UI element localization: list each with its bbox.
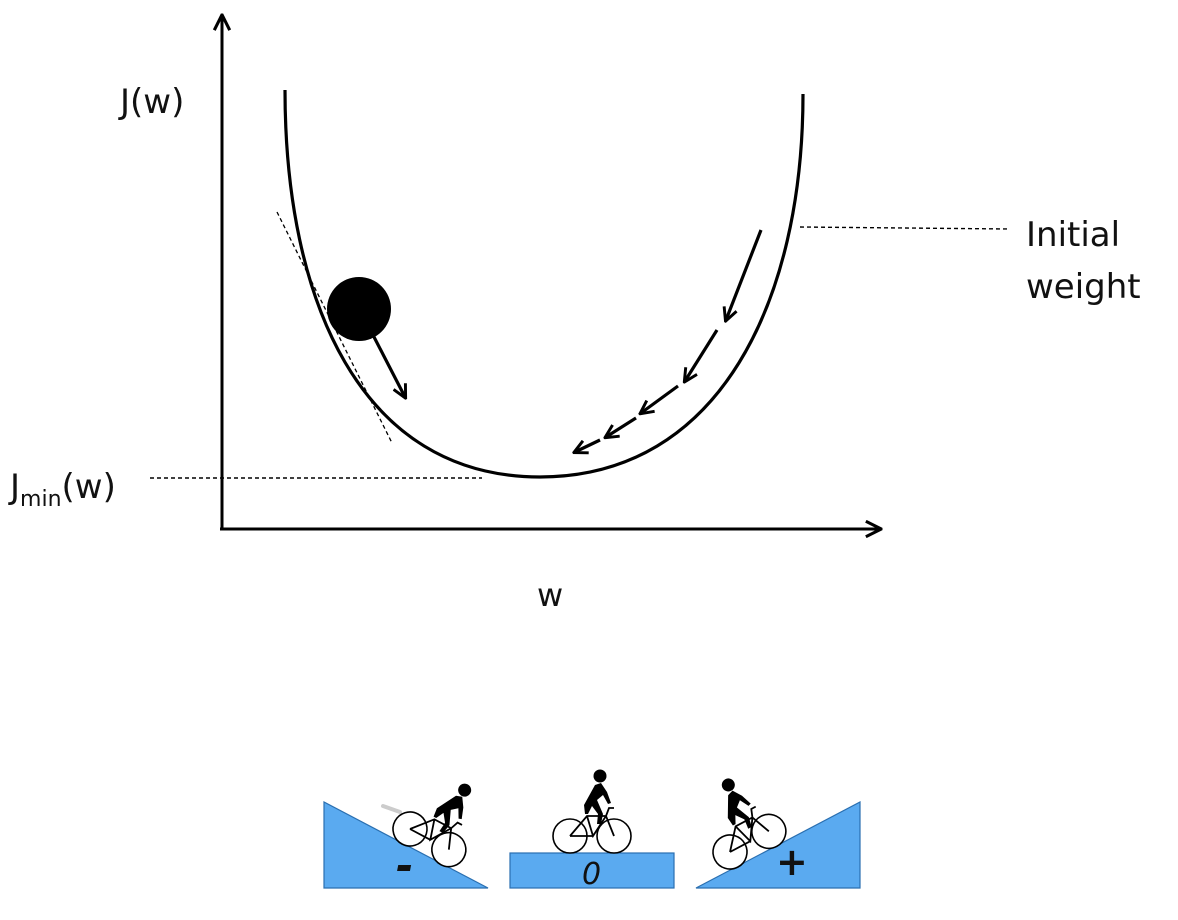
initial-weight-line2: weight (1026, 267, 1141, 307)
step-arrow (606, 416, 637, 437)
initial-weight-line1: Initial (1026, 215, 1120, 255)
negative-slope-panel: - (323, 761, 496, 890)
jmin-label-base: J (8, 467, 20, 507)
motion-trail (381, 804, 402, 814)
cyclist-icon (552, 768, 632, 854)
descent-steps (575, 229, 763, 452)
x-axis-label: w (537, 576, 563, 614)
step-arrow (685, 329, 719, 381)
step-arrow (726, 229, 763, 320)
jmin-label-tail: (w) (62, 467, 116, 507)
zero-sign: 0 (582, 857, 601, 892)
positive-sign: + (776, 840, 808, 884)
step-arrow (575, 438, 601, 452)
negative-sign: - (396, 841, 413, 890)
positive-slope-panel: + (682, 763, 861, 889)
initial-weight-dashed-line (799, 226, 1011, 230)
jmin-label: Jmin(w) (8, 467, 116, 512)
initial-weight-label: Initial weight (1026, 215, 1141, 307)
ball-icon (327, 277, 391, 341)
ball-direction-arrow (371, 334, 405, 397)
jmin-label-sub: min (20, 487, 62, 512)
flat-ground (509, 852, 675, 889)
step-arrow (641, 384, 679, 413)
slope-illustrations: - 0 + (323, 761, 861, 892)
zero-slope-panel: 0 (509, 768, 675, 892)
y-axis-label: J(w) (118, 82, 184, 122)
